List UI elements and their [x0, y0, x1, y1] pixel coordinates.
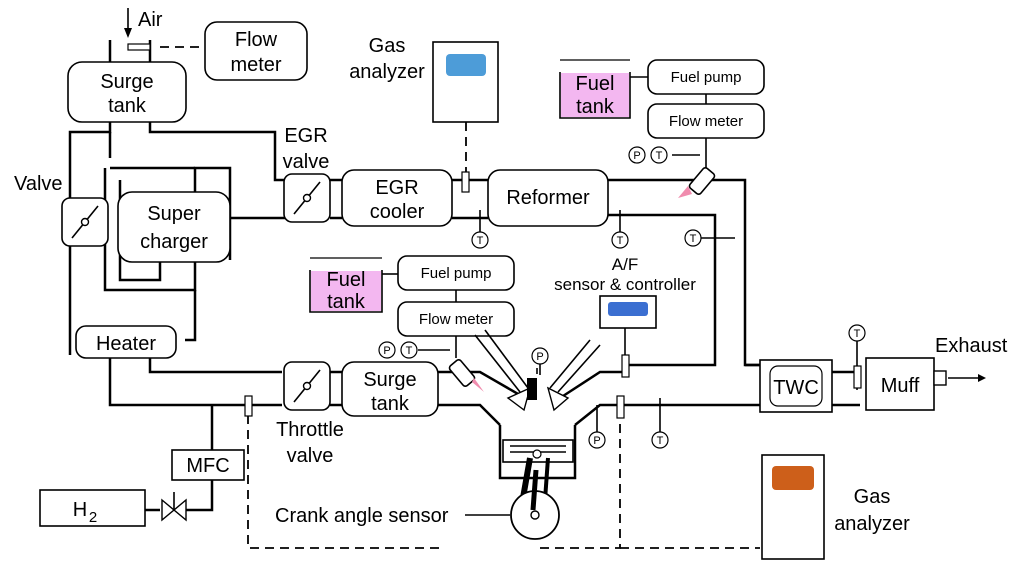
svg-text:Super: Super — [147, 203, 201, 225]
svg-text:valve: valve — [287, 445, 334, 467]
injector-top — [678, 166, 716, 198]
svg-text:Valve: Valve — [14, 173, 63, 195]
gas-analyzer-bottom: Gas analyzer — [761, 454, 910, 560]
svg-text:Fuel pump: Fuel pump — [421, 265, 492, 282]
flow-meter-top: Flow meter — [204, 21, 308, 81]
fuel-pump-top: Fuel pump — [647, 59, 765, 95]
h2-source: H 2 — [39, 489, 146, 527]
svg-text:tank: tank — [576, 96, 615, 118]
svg-text:charger: charger — [140, 231, 208, 253]
fuel-pump-mid: Fuel pump — [397, 255, 515, 291]
svg-text:Throttle: Throttle — [276, 419, 344, 441]
svg-text:analyzer: analyzer — [834, 513, 910, 535]
svg-text:Reformer: Reformer — [506, 187, 590, 209]
signal-lines — [160, 46, 760, 549]
throttle-valve: Throttle valve — [276, 361, 344, 467]
heater: Heater — [75, 325, 177, 359]
twc: TWC — [759, 359, 833, 413]
svg-text:Gas: Gas — [369, 35, 406, 57]
surge-tank-top: Surge tank — [67, 61, 187, 123]
svg-text:Crank angle sensor: Crank angle sensor — [275, 505, 449, 527]
svg-text:T: T — [477, 235, 484, 247]
t-sensors-egr: T T T — [471, 210, 735, 249]
svg-text:valve: valve — [283, 151, 330, 173]
svg-text:T: T — [657, 435, 664, 447]
svg-text:T: T — [854, 328, 861, 340]
svg-text:Muff: Muff — [881, 375, 920, 397]
fuel-tank-mid: Fuel tank — [309, 257, 383, 313]
p-sensors-engine: P P T — [531, 347, 669, 449]
svg-text:TWC: TWC — [773, 377, 819, 399]
svg-text:sensor & controller: sensor & controller — [554, 275, 696, 294]
gas-analyzer-top: Gas analyzer — [349, 35, 499, 123]
valve-left: Valve — [14, 173, 109, 247]
svg-text:T: T — [617, 235, 624, 247]
svg-text:cooler: cooler — [370, 201, 425, 223]
flow-meter-mid-top: Flow meter — [647, 103, 765, 139]
analyzer-screen-top — [446, 54, 486, 76]
surge-tank-bottom: Surge tank — [341, 361, 439, 417]
svg-text:Flow: Flow — [235, 29, 278, 51]
muff: Muff — [865, 357, 947, 411]
svg-text:tank: tank — [327, 291, 366, 313]
svg-text:T: T — [656, 150, 663, 162]
svg-text:Surge: Surge — [100, 71, 153, 93]
svg-text:tank: tank — [371, 393, 410, 415]
injector-mid — [448, 358, 484, 392]
svg-text:A/F: A/F — [612, 255, 638, 274]
af-sensor-controller: A/F sensor & controller — [554, 255, 696, 378]
air-label: Air — [138, 9, 163, 31]
svg-text:analyzer: analyzer — [349, 61, 425, 83]
svg-text:T: T — [690, 233, 697, 245]
super-charger: Super charger — [117, 191, 231, 263]
svg-text:P: P — [383, 345, 390, 357]
svg-text:P: P — [633, 150, 640, 162]
pt-sensors-mid: P T — [378, 341, 450, 359]
svg-text:2: 2 — [89, 509, 97, 526]
t-sensor-twc: T — [848, 324, 866, 390]
svg-text:T: T — [406, 345, 413, 357]
svg-text:Fuel: Fuel — [576, 73, 615, 95]
svg-text:meter: meter — [230, 54, 281, 76]
egr-cooler: EGR cooler — [341, 169, 453, 227]
svg-text:Fuel: Fuel — [327, 269, 366, 291]
flow-meter-mid: Flow meter — [397, 301, 515, 337]
svg-text:EGR: EGR — [284, 125, 327, 147]
mfc: MFC — [171, 449, 245, 481]
egr-valve: EGR valve — [283, 125, 331, 223]
exhaust-label: Exhaust — [935, 335, 1008, 357]
svg-text:EGR: EGR — [375, 177, 418, 199]
svg-text:tank: tank — [108, 95, 147, 117]
svg-text:P: P — [536, 351, 543, 363]
svg-text:Heater: Heater — [96, 333, 156, 355]
svg-text:Flow meter: Flow meter — [419, 311, 493, 328]
svg-text:H: H — [73, 499, 87, 521]
svg-text:MFC: MFC — [186, 455, 229, 477]
h2-shutoff-valve — [161, 492, 187, 522]
svg-text:P: P — [593, 435, 600, 447]
svg-text:Gas: Gas — [854, 486, 891, 508]
reformer: Reformer — [487, 169, 609, 227]
svg-text:Fuel pump: Fuel pump — [671, 69, 742, 86]
svg-text:Surge: Surge — [363, 369, 416, 391]
crank-angle-sensor: Crank angle sensor — [275, 469, 560, 540]
pt-sensors-top: P T — [628, 146, 700, 164]
fuel-tank-top: Fuel tank — [559, 59, 631, 119]
svg-text:Flow meter: Flow meter — [669, 113, 743, 130]
